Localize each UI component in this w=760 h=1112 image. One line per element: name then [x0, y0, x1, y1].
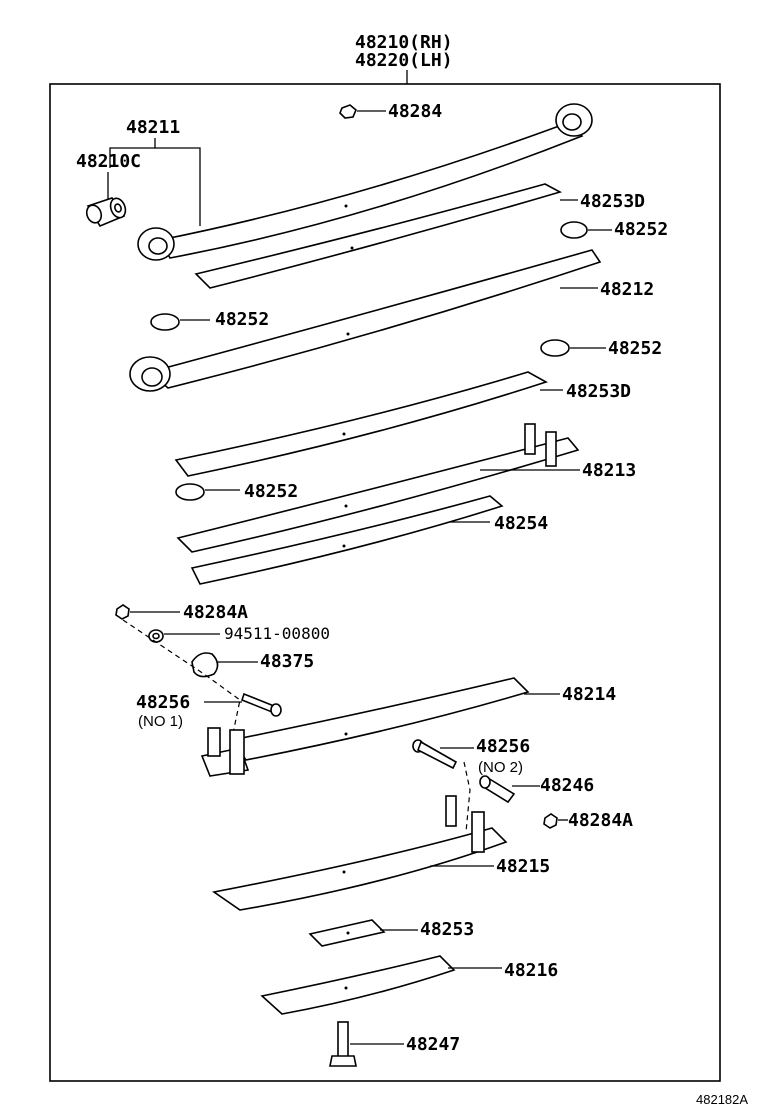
label-48256-b-note: (NO 2) [478, 759, 523, 776]
cap-48252-b [150, 313, 210, 331]
nut-48284a-bottom [543, 813, 568, 829]
assembly-number-lh: 48220(LH) [355, 50, 453, 71]
cap-48252-a [560, 221, 612, 239]
label-48213: 48213 [582, 460, 636, 481]
leaf-48212 [129, 249, 602, 392]
washer-94511-00800 [148, 629, 220, 643]
label-48253: 48253 [420, 919, 474, 940]
label-48212: 48212 [600, 279, 654, 300]
diagram-frame [49, 83, 721, 1082]
pad-48254 [190, 495, 504, 585]
label-48211: 48211 [126, 117, 180, 138]
center-bolt-48247 [329, 1021, 404, 1067]
label-48216: 48216 [504, 960, 558, 981]
label-48247: 48247 [406, 1034, 460, 1055]
label-48215: 48215 [496, 856, 550, 877]
label-48253d-top: 48253D [580, 191, 645, 212]
assembly-line-left [122, 619, 241, 739]
cap-48252-c [540, 339, 606, 357]
nut-48284 [339, 104, 386, 119]
bolt-48256-no2 [412, 739, 474, 770]
label-48210c: 48210C [76, 151, 141, 172]
label-48375: 48375 [260, 651, 314, 672]
spacer-48375 [191, 652, 258, 678]
label-48246: 48246 [540, 775, 594, 796]
label-48284a-bottom: 48284A [568, 810, 633, 831]
bushing-48210c [85, 197, 127, 228]
bolt-48256-no1 [204, 692, 282, 717]
pad-48253d-top [194, 183, 578, 289]
assembly-number-rh: 48210(RH) [355, 32, 453, 53]
label-48256-a-note: (NO 1) [138, 713, 183, 730]
label-48284a-top: 48284A [183, 602, 248, 623]
leaf-48216 [260, 955, 502, 1015]
nut-48284a-top [115, 604, 180, 620]
pad-48253d-mid [174, 371, 563, 477]
leaf-48213 [176, 423, 580, 553]
label-48252-d: 48252 [244, 481, 298, 502]
leaf-48214 [200, 677, 560, 777]
pad-48253 [308, 919, 418, 947]
label-48252-a: 48252 [614, 219, 668, 240]
leader-48211 [154, 138, 201, 226]
label-48252-c: 48252 [608, 338, 662, 359]
leader-48211-branch [109, 147, 155, 168]
label-48256-b: 48256 [476, 736, 530, 757]
cap-48252-d [175, 483, 240, 501]
label-94511-00800: 94511-00800 [224, 624, 330, 643]
assembly-line-right [463, 761, 471, 833]
label-48254: 48254 [494, 513, 548, 534]
leaf-48215 [211, 795, 508, 911]
pin-48246 [479, 775, 540, 804]
label-48284: 48284 [388, 101, 442, 122]
reference-code: 482182A [696, 1092, 748, 1107]
main-leaf-48211 [137, 103, 593, 261]
label-48253d-mid: 48253D [566, 381, 631, 402]
label-48252-b: 48252 [215, 309, 269, 330]
label-48256-a: 48256 [136, 692, 190, 713]
label-48214: 48214 [562, 684, 616, 705]
